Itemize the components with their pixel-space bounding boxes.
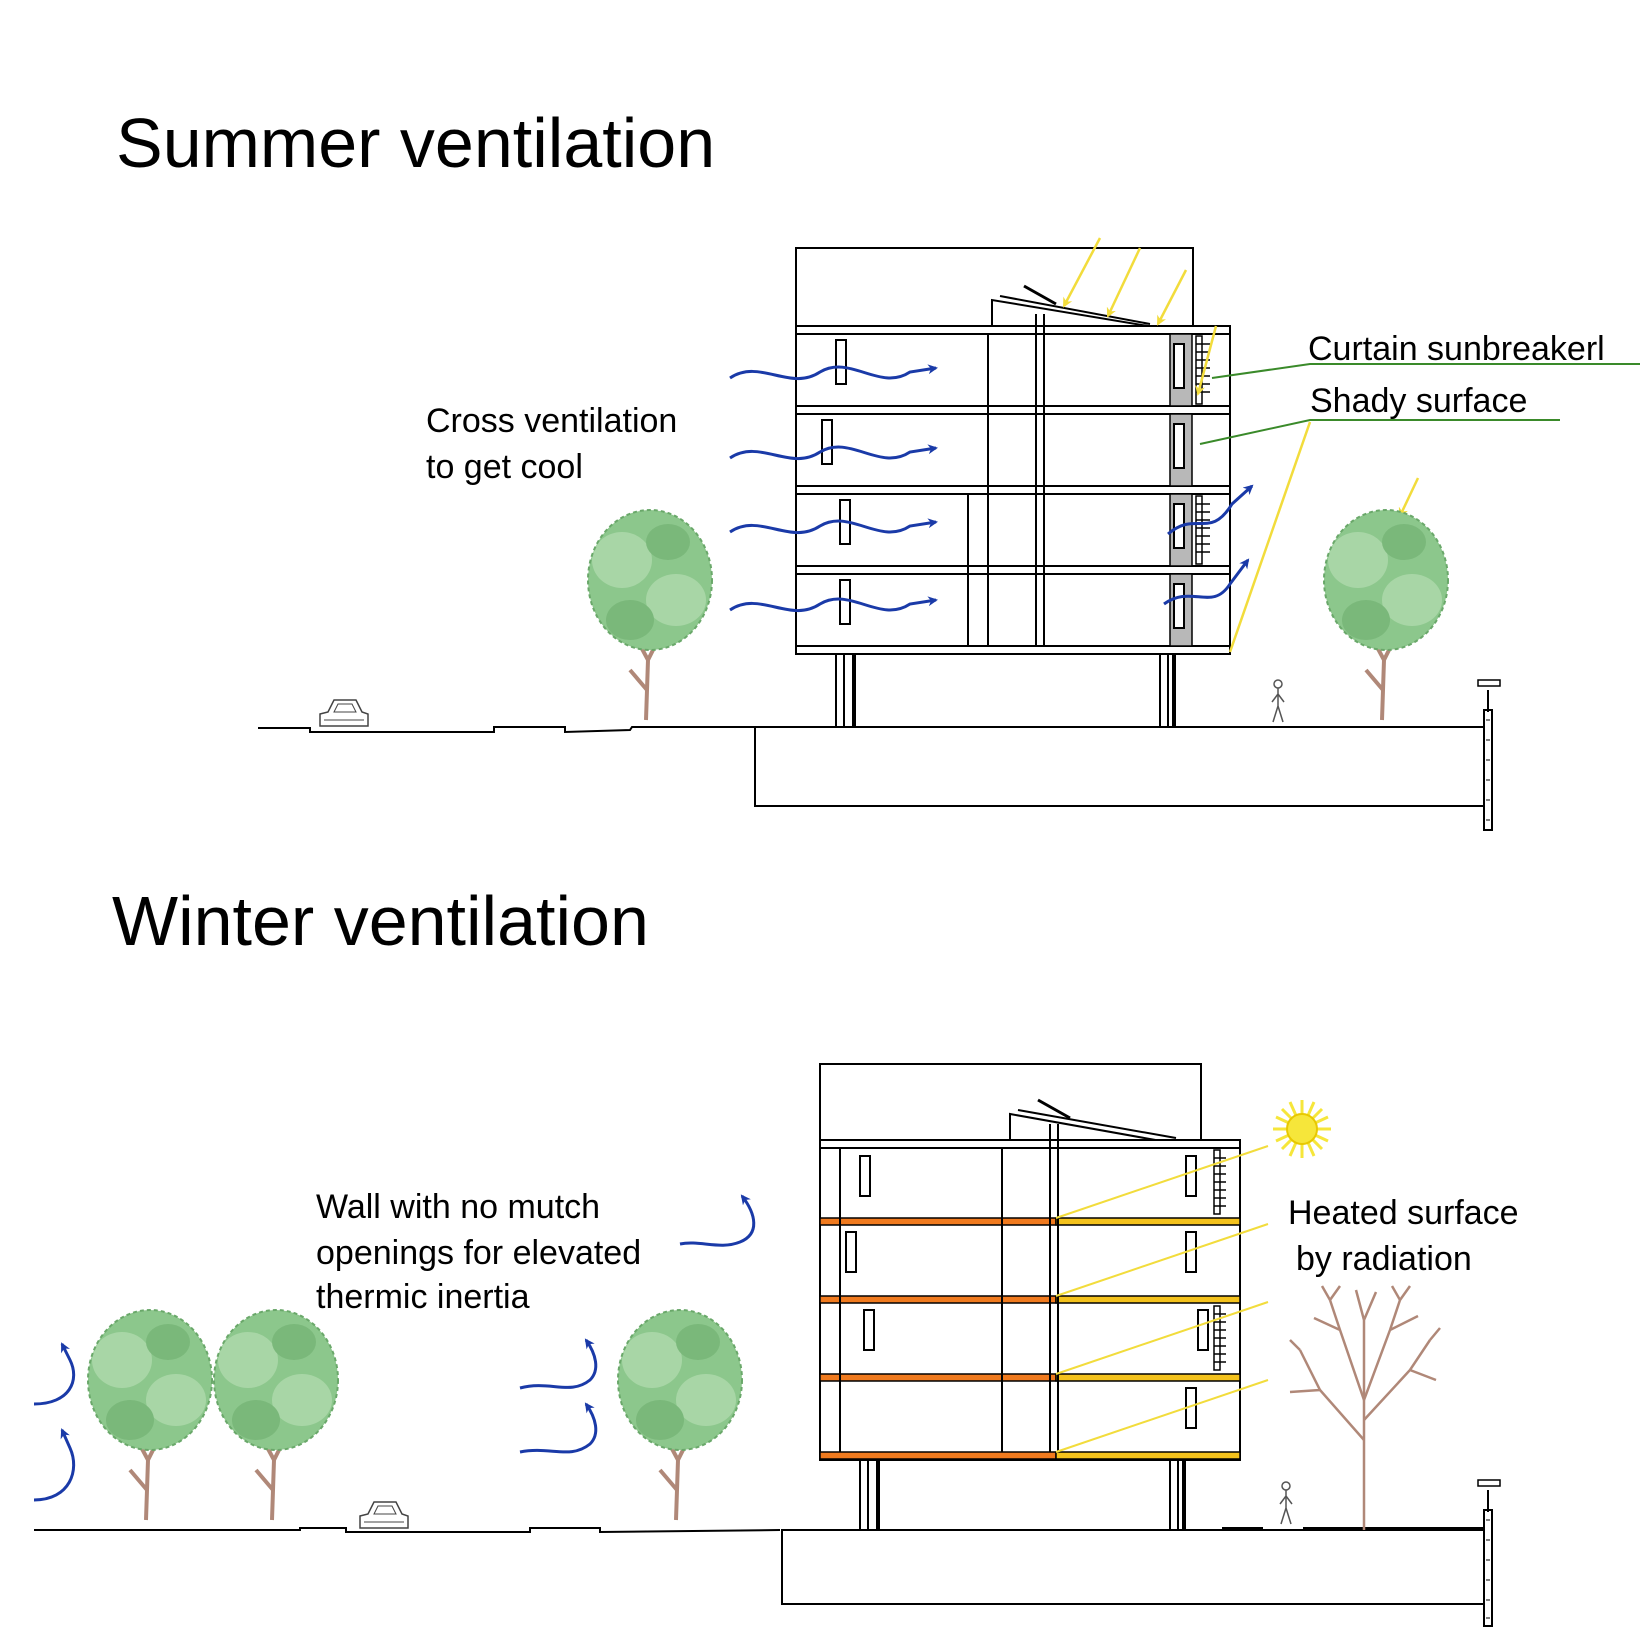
- person-icon: [1279, 1481, 1293, 1525]
- heated-floor-slabs: [819, 1217, 1241, 1460]
- car-icon: [319, 699, 369, 727]
- lamp-post-icon: [1477, 679, 1501, 712]
- tree-icon: [212, 1308, 340, 1522]
- curtain-sunbreaker-label: Curtain sunbreakerl: [1308, 330, 1605, 368]
- winter-section: [33, 1063, 1501, 1627]
- sun-icon: [1273, 1100, 1331, 1158]
- tree-icon: [616, 1308, 744, 1522]
- wall-label-line3: thermic inertia: [316, 1278, 530, 1316]
- summer-section: [258, 237, 1640, 831]
- heated-surface-label-line2: by radiation: [1296, 1240, 1472, 1278]
- winter-title: Winter ventilation: [112, 882, 649, 960]
- tree-icon: [1322, 508, 1450, 722]
- bare-tree-icon: [1289, 1285, 1441, 1530]
- person-icon: [1271, 679, 1285, 723]
- tree-icon: [586, 508, 714, 722]
- ground-line: [34, 1527, 781, 1534]
- wind-arrow-icon: [729, 364, 1254, 613]
- wind-arrow-icon: [33, 1194, 756, 1502]
- curtain-sunbreaker: [1213, 1149, 1226, 1371]
- sun-ray-icon: [1055, 1145, 1269, 1453]
- curtain-sunbreaker: [1195, 335, 1210, 565]
- lamp-post-icon: [1477, 1479, 1501, 1512]
- cross-ventilation-label-line2: to get cool: [426, 448, 583, 486]
- tree-icon: [86, 1308, 214, 1522]
- basement: [754, 726, 1485, 807]
- shady-surface-label: Shady surface: [1310, 382, 1528, 420]
- wall-label-line2: openings for elevated: [316, 1234, 642, 1272]
- summer-title: Summer ventilation: [116, 104, 716, 182]
- heated-surface-label-line1: Heated surface: [1288, 1194, 1519, 1232]
- car-icon: [359, 1501, 409, 1529]
- basement: [781, 1529, 1485, 1605]
- sun-ray-icon: [1062, 237, 1420, 653]
- summer-leader-lines: [1199, 363, 1640, 445]
- wall-label-line1: Wall with no mutch: [316, 1188, 601, 1226]
- cross-ventilation-label-line1: Cross ventilation: [426, 402, 678, 440]
- ground-line: [258, 726, 755, 734]
